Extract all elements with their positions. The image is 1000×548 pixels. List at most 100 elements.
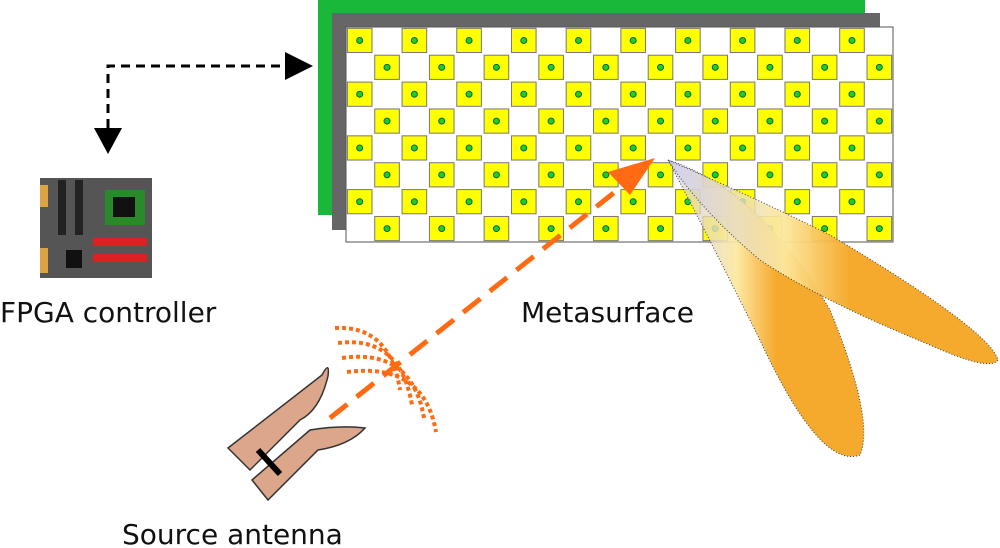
via-dot <box>684 90 692 98</box>
via-dot <box>657 225 665 233</box>
via-dot <box>383 171 391 179</box>
via-dot <box>356 144 364 152</box>
via-dot <box>848 198 856 206</box>
via-dot <box>793 144 801 152</box>
via-dot <box>574 198 582 206</box>
via-dot <box>657 117 665 125</box>
via-dot <box>574 36 582 44</box>
source-antenna-label: Source antenna <box>122 518 343 548</box>
via-dot <box>410 36 418 44</box>
via-dot <box>383 63 391 71</box>
via-dot <box>821 225 829 233</box>
via-dot <box>520 144 528 152</box>
unit-cell <box>428 162 455 188</box>
fpga-controller-label: FPGA controller <box>0 296 217 329</box>
via-dot <box>793 90 801 98</box>
via-dot <box>739 144 747 152</box>
via-dot <box>383 117 391 125</box>
via-dot <box>821 171 829 179</box>
via-dot <box>821 63 829 71</box>
via-dot <box>465 198 473 206</box>
fpga-board-icon <box>40 178 152 278</box>
unit-cell <box>620 27 646 54</box>
via-dot <box>520 36 528 44</box>
via-dot <box>766 171 774 179</box>
via-dot <box>875 63 883 71</box>
via-dot <box>410 198 418 206</box>
arrowhead-down-icon <box>94 128 122 154</box>
via-dot <box>438 171 446 179</box>
via-dot <box>356 90 364 98</box>
via-dot <box>684 36 692 44</box>
unit-cell <box>702 108 729 134</box>
via-dot <box>766 117 774 125</box>
unit-cell <box>538 108 564 134</box>
via-dot <box>629 90 637 98</box>
via-dot <box>875 171 883 179</box>
via-dot <box>492 63 500 71</box>
via-dot <box>684 144 692 152</box>
via-dot <box>520 90 528 98</box>
via-dot <box>875 225 883 233</box>
via-dot <box>465 36 473 44</box>
via-dot <box>793 36 801 44</box>
via-dot <box>711 63 719 71</box>
via-dot <box>739 90 747 98</box>
via-dot <box>848 144 856 152</box>
via-dot <box>848 90 856 98</box>
via-dot <box>356 36 364 44</box>
via-dot <box>547 225 555 233</box>
wavefronts-icon <box>334 325 438 433</box>
via-dot <box>629 36 637 44</box>
via-dot <box>602 225 610 233</box>
via-dot <box>739 36 747 44</box>
via-dot <box>465 90 473 98</box>
unit-cell <box>346 189 373 215</box>
via-dot <box>492 117 500 125</box>
source-antenna-icon <box>226 367 367 502</box>
via-dot <box>574 144 582 152</box>
via-dot <box>438 225 446 233</box>
via-dot <box>574 90 582 98</box>
metasurface-elements <box>346 27 893 242</box>
via-dot <box>492 171 500 179</box>
arrowhead-orange-icon <box>608 158 655 195</box>
control-link-arrow <box>94 52 313 154</box>
via-dot <box>383 225 391 233</box>
via-dot <box>438 117 446 125</box>
via-dot <box>410 144 418 152</box>
incident-wave-arrow <box>328 158 655 420</box>
via-dot <box>547 63 555 71</box>
via-dot <box>547 171 555 179</box>
metasurface-grid-bg <box>345 26 894 243</box>
metasurface-label: Metasurface <box>521 296 695 329</box>
reflected-beam-1 <box>666 159 865 457</box>
via-dot <box>410 90 418 98</box>
via-dot <box>356 198 364 206</box>
arrowhead-right-icon <box>285 52 313 80</box>
unit-cell <box>346 27 373 54</box>
via-dot <box>465 144 473 152</box>
via-dot <box>821 117 829 125</box>
via-dot <box>875 117 883 125</box>
via-dot <box>793 198 801 206</box>
via-dot <box>629 144 637 152</box>
via-dot <box>602 171 610 179</box>
unit-cell <box>456 27 482 54</box>
via-dot <box>711 171 719 179</box>
via-dot <box>657 171 665 179</box>
via-dot <box>438 63 446 71</box>
via-dot <box>629 198 637 206</box>
via-dot <box>602 117 610 125</box>
via-dot <box>547 117 555 125</box>
via-dot <box>602 63 610 71</box>
via-dot <box>766 63 774 71</box>
reflected-beam-2 <box>666 158 999 365</box>
via-dot <box>657 63 665 71</box>
via-dot <box>711 117 719 125</box>
via-dot <box>492 225 500 233</box>
via-dot <box>520 198 528 206</box>
via-dot <box>848 36 856 44</box>
